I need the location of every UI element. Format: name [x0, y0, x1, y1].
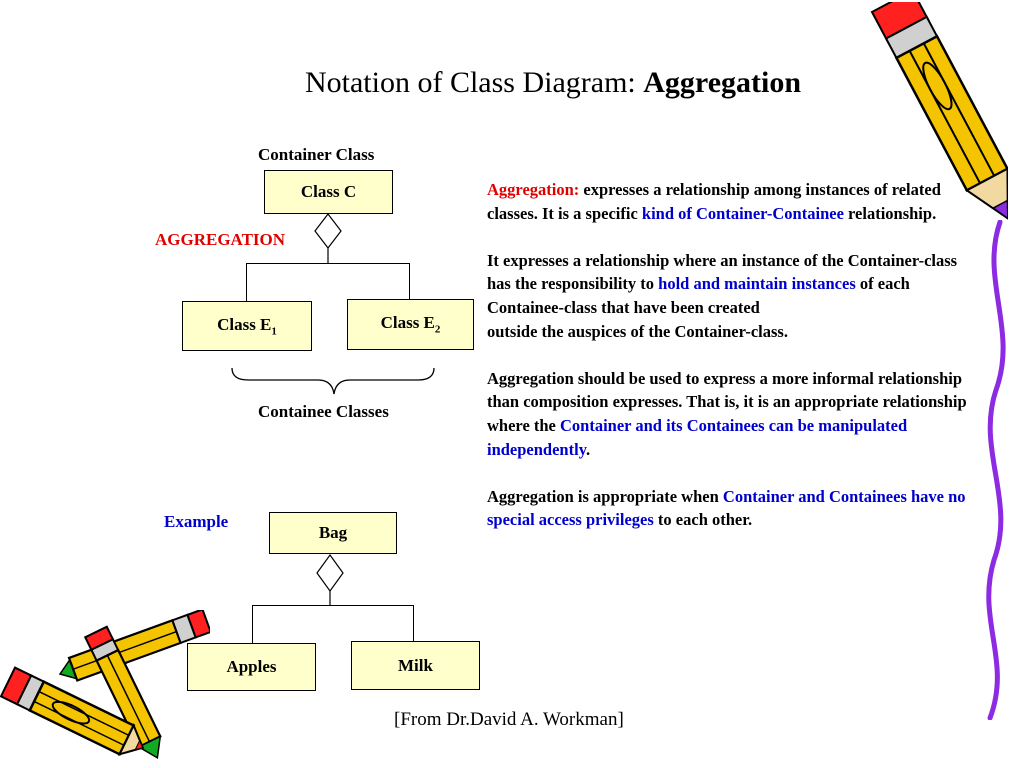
apples-box: Apples	[187, 643, 316, 691]
example-connector-horizontal	[252, 605, 414, 606]
connector-right	[409, 263, 410, 299]
class-e1-box: Class E1	[182, 301, 312, 351]
connector-horizontal	[246, 263, 410, 264]
apples-label: Apples	[226, 657, 277, 676]
aggregation-diamond-icon	[314, 213, 342, 263]
class-c-label: Class C	[300, 182, 357, 201]
title-plain: Notation of Class Diagram:	[304, 66, 644, 99]
containee-classes-label: Containee Classes	[258, 402, 389, 421]
example-connector-left	[252, 605, 253, 643]
source-citation: [From Dr.David A. Workman]	[394, 709, 624, 730]
connector-left	[246, 263, 247, 301]
bag-box: Bag	[269, 512, 397, 554]
bag-label: Bag	[318, 523, 348, 542]
class-e2-label: Class E2	[380, 313, 441, 336]
milk-box: Milk	[351, 641, 480, 690]
class-e2-box: Class E2	[347, 299, 474, 350]
milk-label: Milk	[398, 655, 433, 675]
description-panel: Aggregation: expresses a relationship am…	[487, 178, 977, 556]
pencil-icon	[0, 610, 210, 760]
slide-title: Notation of Class Diagram: Aggregation	[0, 66, 1024, 100]
brace-icon	[231, 367, 435, 395]
pencil-icon	[870, 2, 1008, 221]
example-diamond-icon	[316, 553, 344, 606]
example-label: Example	[164, 512, 229, 531]
example-connector-right	[413, 605, 414, 641]
class-e1-label: Class E1	[217, 314, 277, 338]
container-class-label: Container Class	[258, 145, 375, 164]
aggregation-label: AGGREGATION	[155, 230, 286, 249]
paragraph-2: It expresses a relationship where an ins…	[487, 250, 958, 341]
paragraph-1: Aggregation: expresses a relationship am…	[487, 180, 941, 223]
purple-swirl-decoration	[986, 220, 1006, 720]
paragraph-3: Aggregation should be used to express a …	[487, 368, 967, 459]
title-bold: Aggregation	[643, 66, 802, 99]
class-c-box: Class C	[264, 170, 393, 214]
paragraph-4: Aggregation is appropriate when Containe…	[487, 486, 966, 530]
